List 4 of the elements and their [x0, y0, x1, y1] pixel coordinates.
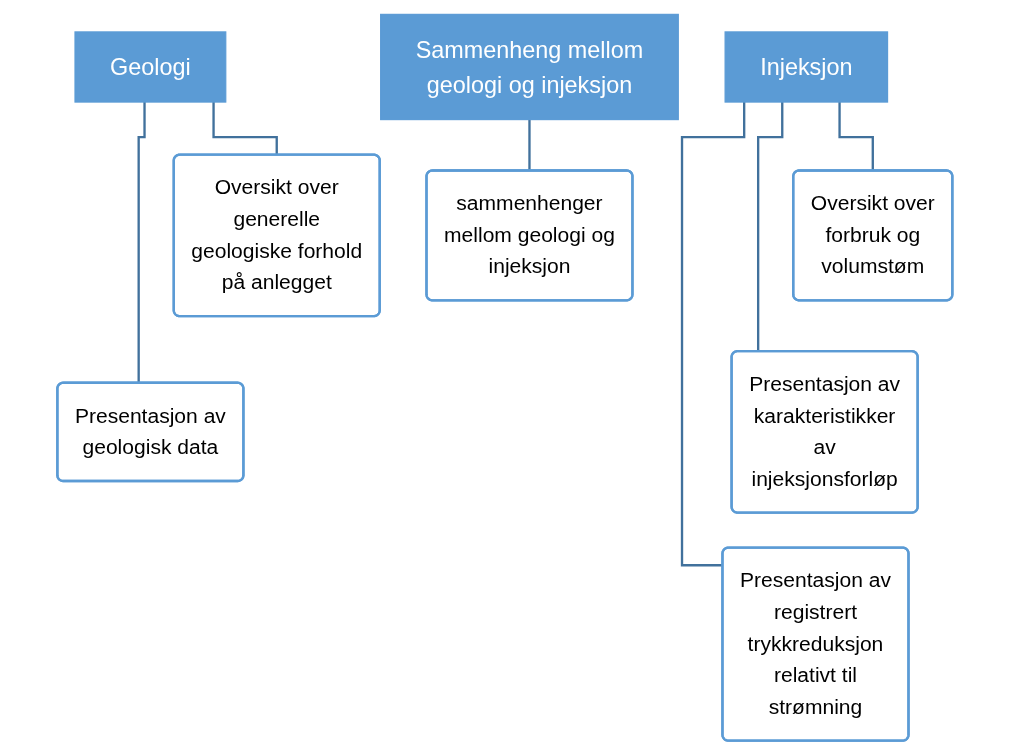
- node-box: Injeksjon: [724, 30, 889, 103]
- node-box: Sammenheng mellom geologi og injeksjon: [380, 13, 680, 120]
- connector: [681, 101, 746, 566]
- node-box: Geologi: [74, 30, 227, 103]
